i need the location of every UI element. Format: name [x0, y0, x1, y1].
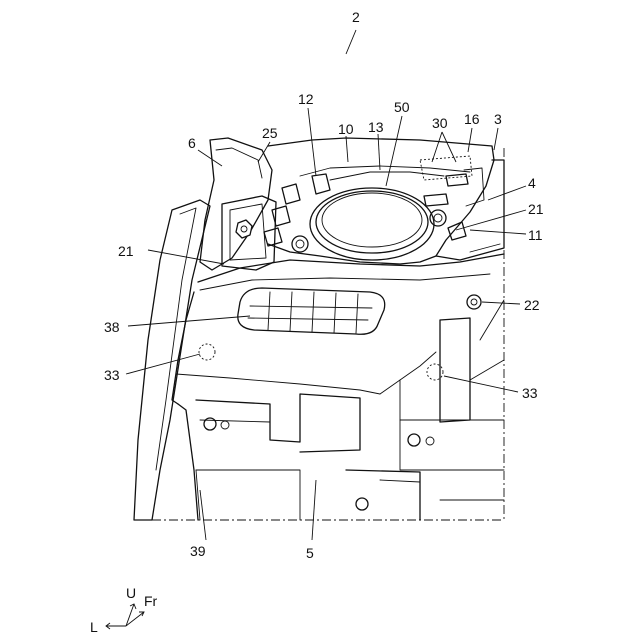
label-33-left: 33	[104, 367, 120, 383]
axis-up-label: U	[126, 585, 136, 601]
right-structure	[400, 300, 504, 470]
label-5: 5	[306, 545, 314, 561]
axis-left-label: L	[90, 619, 98, 635]
orientation-axes: U Fr L	[90, 585, 158, 635]
module-part	[420, 156, 484, 206]
label-39: 39	[190, 543, 206, 559]
holder-part	[222, 196, 276, 270]
label-12: 12	[298, 91, 314, 107]
boss-part	[467, 295, 481, 309]
label-21-left: 21	[118, 243, 134, 259]
label-22: 22	[524, 297, 540, 313]
clip-parts	[199, 344, 443, 380]
cover-part	[436, 160, 504, 260]
label-25: 25	[262, 125, 278, 141]
label-13: 13	[368, 119, 384, 135]
label-3: 3	[494, 111, 502, 127]
label-33-right: 33	[522, 385, 538, 401]
axis-front-label: Fr	[144, 593, 158, 609]
label-10: 10	[338, 121, 354, 137]
label-21-right: 21	[528, 201, 544, 217]
leader-lines	[126, 30, 526, 540]
lower-structure	[196, 394, 504, 520]
label-30: 30	[432, 115, 448, 131]
label-2: 2	[352, 9, 360, 25]
label-6: 6	[188, 135, 196, 151]
label-4: 4	[528, 175, 536, 191]
vent-part	[238, 288, 385, 334]
label-16: 16	[464, 111, 480, 127]
label-50: 50	[394, 99, 410, 115]
speaker-part	[292, 188, 446, 260]
fastener-right	[448, 222, 466, 240]
dashboard-surface	[172, 254, 504, 520]
label-38: 38	[104, 319, 120, 335]
label-11: 11	[528, 227, 543, 243]
